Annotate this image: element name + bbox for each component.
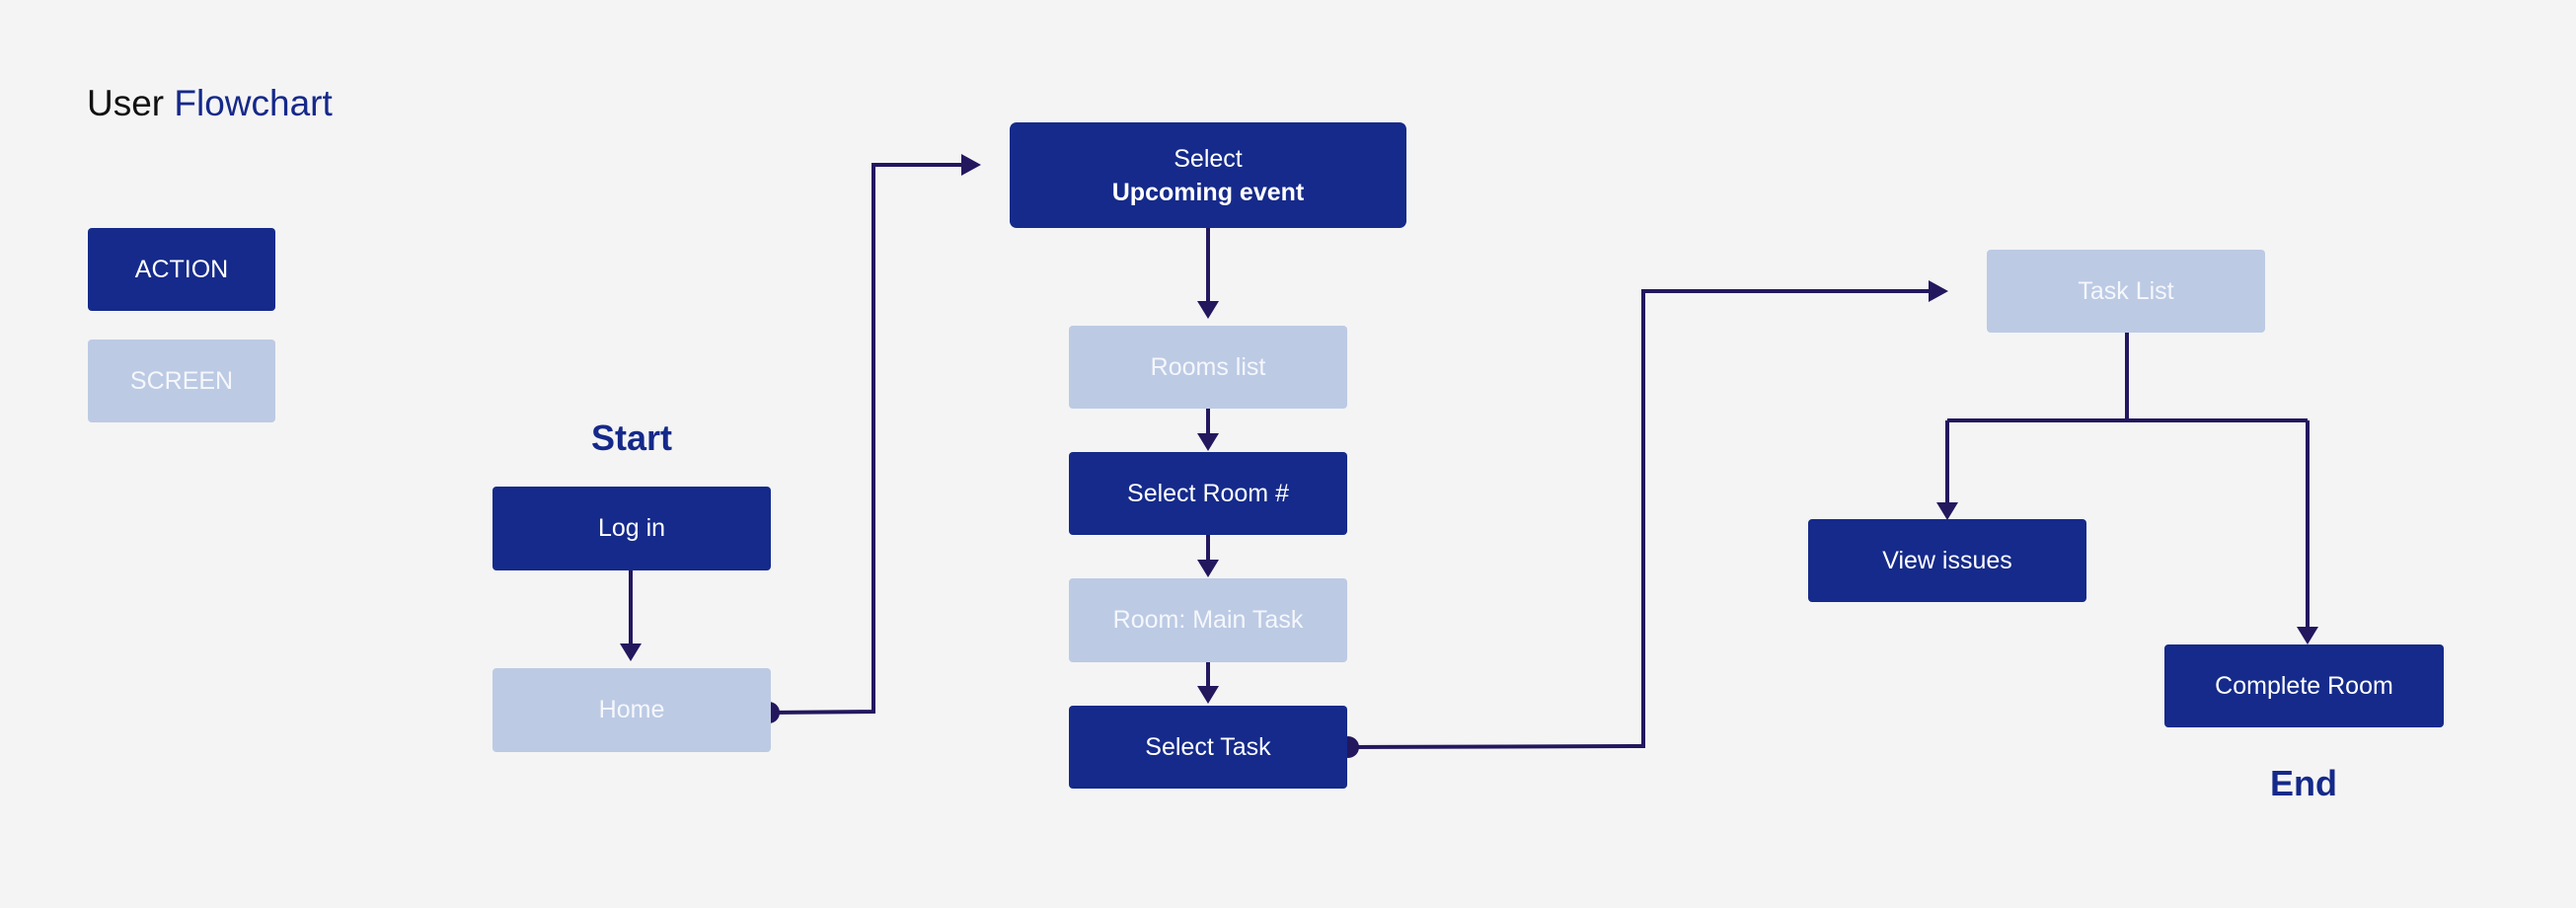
node-rooms-list: Rooms list	[1069, 326, 1347, 409]
node-login: Log in	[492, 487, 771, 570]
node-complete-room: Complete Room	[2164, 644, 2444, 727]
legend-screen: SCREEN	[88, 340, 275, 422]
arrowhead-home	[620, 643, 642, 661]
arrowhead-rooms	[1197, 301, 1219, 319]
arrowhead-selectroom	[1197, 433, 1219, 451]
arrowhead-completeroom	[2297, 627, 2318, 644]
arrowhead-selecttask	[1197, 686, 1219, 704]
arrowhead-maintask	[1197, 560, 1219, 577]
node-select-upcoming-event: Select Upcoming event	[1010, 122, 1406, 228]
title-prefix: User	[87, 83, 165, 123]
connector-selecttask-tasklist	[1347, 289, 1931, 749]
start-label: Start	[590, 417, 673, 458]
node-home: Home	[492, 668, 771, 752]
legend-action: ACTION	[88, 228, 275, 311]
node-view-issues: View issues	[1808, 519, 2086, 602]
node-select-room: Select Room #	[1069, 452, 1347, 535]
page-title: User Flowchart	[87, 83, 333, 124]
end-label: End	[2270, 763, 2337, 803]
node-room-main-task: Room: Main Task	[1069, 578, 1347, 662]
node-task-list: Task List	[1987, 250, 2265, 333]
node-select-event-line2: Upcoming event	[1111, 178, 1305, 206]
title-accent: Flowchart	[174, 83, 333, 123]
arrowhead-viewissues	[1936, 502, 1958, 520]
connector-tasklist-branch	[1947, 333, 2308, 422]
connector-home-event	[768, 163, 963, 715]
node-select-task: Select Task	[1069, 706, 1347, 789]
node-select-event-line1: Select	[1174, 144, 1243, 173]
arrowhead-tasklist	[1929, 280, 1948, 302]
arrowhead-event	[961, 154, 981, 176]
